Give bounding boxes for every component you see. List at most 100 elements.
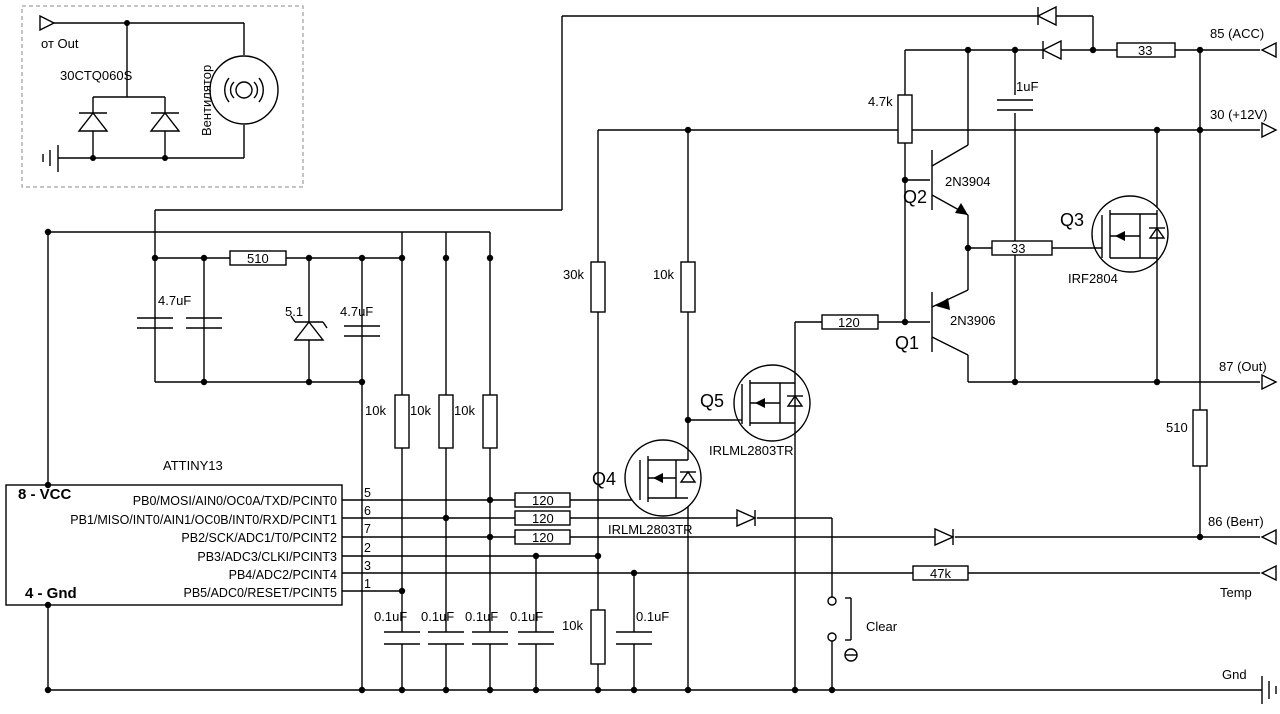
mcu-vcc-label: 8 - VCC xyxy=(18,486,72,503)
mcu-attiny13: ATTINY13 8 - VCC 4 - Gnd PB0/MOSI/AIN0/O… xyxy=(5,458,371,606)
mcu-pin-number: 1 xyxy=(364,577,371,591)
resistor-120-base xyxy=(821,314,879,330)
port-label-out: 87 (Out) xyxy=(1219,359,1267,374)
resistor-120-pb2 xyxy=(514,529,571,545)
label-from-out: от Out xyxy=(41,36,79,51)
resistor-30k xyxy=(590,261,606,313)
label-r10k-bot: 10k xyxy=(562,618,583,633)
diode-symbol xyxy=(77,111,109,132)
label-q5-name: Q5 xyxy=(700,391,724,411)
label-r10k-b: 10k xyxy=(410,403,431,418)
label-q3-part: IRF2804 xyxy=(1068,271,1118,286)
label-clear: Clear xyxy=(866,619,898,634)
resistor-120-pb1 xyxy=(514,510,571,526)
mcu-pin-label: PB5/ADC0/RESET/PCINT5 xyxy=(183,586,337,600)
label-r510-fan: 510 xyxy=(1166,420,1188,435)
resistor-10k-q5 xyxy=(680,261,696,313)
label-zener: 5.1 xyxy=(285,304,303,319)
mcu-gnd-label: 4 - Gnd xyxy=(25,585,77,602)
label-q4-part: IRLML2803TR xyxy=(608,522,693,537)
transistor-q1 xyxy=(931,289,969,356)
label-c1uf: 1uF xyxy=(1016,79,1038,94)
mcu-name: ATTINY13 xyxy=(163,458,223,473)
resistor-47k-temp xyxy=(912,565,969,581)
capacitors-0-1uf xyxy=(384,631,652,645)
mcu-pin-number: 7 xyxy=(364,522,371,536)
port-acc-triangle xyxy=(1260,41,1277,59)
port-temp-triangle xyxy=(1260,564,1277,582)
capacitor-1uf xyxy=(997,99,1033,111)
label-c01-d: 0.1uF xyxy=(510,609,543,624)
port-label-temp: Temp xyxy=(1220,585,1252,600)
label-r510-ps: 510 xyxy=(247,251,269,266)
label-q5-part: IRLML2803TR xyxy=(709,443,794,458)
resistor-4-7k xyxy=(897,94,913,144)
mosfet-q3 xyxy=(1080,195,1169,273)
resistor-33-gate xyxy=(991,240,1053,256)
mcu-pin-number: 6 xyxy=(364,504,371,518)
label-r4-7k: 4.7k xyxy=(868,94,893,109)
resistor-10k-bottom xyxy=(590,609,606,665)
resistor-120-pb0 xyxy=(514,492,571,508)
port-label-gnd: Gnd xyxy=(1222,667,1247,682)
port-label-acc: 85 (ACC) xyxy=(1210,26,1264,41)
resistor-10k-b xyxy=(438,394,454,449)
mcu-pin-label: PB1/MISO/INT0/AIN1/OC0B/INT0/RXD/PCINT1 xyxy=(70,513,337,527)
resistor-510-supply xyxy=(229,250,287,266)
zener-diode xyxy=(290,315,328,341)
label-r10k-q5: 10k xyxy=(653,267,674,282)
resistor-33-acc xyxy=(1116,42,1176,58)
mcu-pin-label: PB4/ADC2/PCINT4 xyxy=(229,568,337,582)
port-fan-triangle xyxy=(1260,528,1277,546)
resistor-510-fan xyxy=(1192,409,1208,467)
ports: 85 (ACC) 30 (+12V) 87 (Out) 86 (Вент) Te… xyxy=(1208,26,1278,704)
port-label-12v: 30 (+12V) xyxy=(1210,107,1267,122)
port-label-fan: 86 (Вент) xyxy=(1208,514,1264,529)
label-diode-part: 30CTQ060S xyxy=(60,68,133,83)
label-r120-a: 120 xyxy=(532,493,554,508)
wires xyxy=(47,15,1262,691)
label-q3-name: Q3 xyxy=(1060,210,1084,230)
mcu-pin-label: PB0/MOSI/AIN0/OC0A/TXD/PCINT0 xyxy=(133,494,337,508)
junction-dots xyxy=(44,46,1204,694)
label-r30k: 30k xyxy=(563,267,584,282)
label-c01-e: 0.1uF xyxy=(636,609,669,624)
label-q2-part: 2N3904 xyxy=(945,174,991,189)
label-c47uf-right: 4.7uF xyxy=(340,304,373,319)
port-triangle-from-out xyxy=(39,14,56,32)
label-fan: Вентилятор xyxy=(199,65,214,136)
label-q2-name: Q2 xyxy=(903,187,927,207)
capacitor-4-7uf-left xyxy=(137,317,222,329)
mcu-pin-label: PB2/SCK/ADC1/T0/PCINT2 xyxy=(181,531,337,545)
label-r120-b: 120 xyxy=(532,511,554,526)
diode-symbol xyxy=(149,111,181,132)
label-q4-name: Q4 xyxy=(592,469,616,489)
mosfet-q4 xyxy=(624,420,702,517)
label-r120-q1: 120 xyxy=(838,315,860,330)
diode-acc xyxy=(1041,39,1062,61)
mosfet-q5 xyxy=(733,364,811,442)
mcu-pin-label: PB3/ADC3/CLKI/PCINT3 xyxy=(197,550,337,564)
label-c01-a: 0.1uF xyxy=(374,609,407,624)
mcu-pin-number: 3 xyxy=(364,559,371,573)
ground-icon xyxy=(42,145,59,172)
transistor-q2 xyxy=(931,144,969,216)
label-q1-name: Q1 xyxy=(895,333,919,353)
port-12v-triangle xyxy=(1261,121,1278,139)
diode-pb1 xyxy=(736,508,757,528)
label-c01-b: 0.1uF xyxy=(421,609,454,624)
port-out-triangle xyxy=(1261,373,1278,391)
label-r120-c: 120 xyxy=(532,530,554,545)
inset-fan-circuit: от Out 30CTQ060S Вентилятор xyxy=(21,5,304,188)
diode-fan xyxy=(934,527,955,547)
label-r33-mid: 33 xyxy=(1011,241,1025,256)
label-c01-c: 0.1uF xyxy=(465,609,498,624)
mcu-pin-number: 5 xyxy=(364,486,371,500)
label-r10k-c: 10k xyxy=(454,403,475,418)
ground-icon xyxy=(1261,676,1277,704)
label-c47uf-left: 4.7uF xyxy=(158,293,191,308)
resistor-10k-a xyxy=(394,394,410,449)
diode-top xyxy=(1036,5,1057,27)
resistor-10k-c xyxy=(482,394,498,449)
